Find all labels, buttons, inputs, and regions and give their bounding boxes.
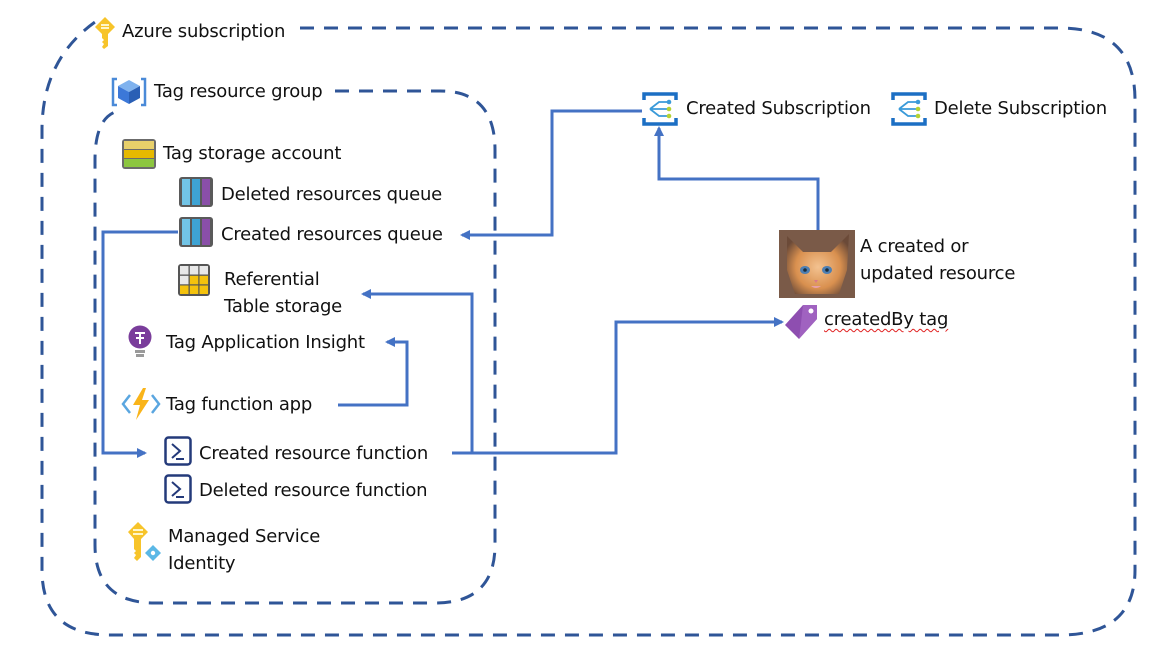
key-icon [94,16,116,54]
resource-group-label: Tag resource group [154,81,323,102]
msi-label-line1: Managed Service [168,526,321,547]
subscription-label: Azure subscription [122,21,286,42]
tag-label: createdBy tag [824,309,949,330]
queue-icon [178,176,214,212]
powershell-icon [164,474,192,508]
powershell-icon [164,436,192,470]
managed-identity-icon [127,521,163,571]
storage-account-icon [121,138,157,174]
resource-group-cube-icon [111,76,147,112]
queue-icon [178,216,214,252]
created-subscription-label: Created Subscription [686,98,871,119]
storage-account-label: Tag storage account [163,143,342,164]
delete-subscription-label: Delete Subscription [934,98,1107,119]
connector-function-to-table [361,289,474,455]
app-insight-label: Tag Application Insight [166,332,365,353]
deleted-queue-label: Deleted resources queue [221,184,443,205]
deleted-function-label: Deleted resource function [199,480,428,501]
connector-function-to-tag [472,317,784,455]
connector-queue-to-function [101,230,178,458]
resource-group-container [93,89,497,605]
function-app-label: Tag function app [166,394,313,415]
kitten-photo [779,230,855,302]
connector-functionapp-to-insight [338,337,409,407]
resource-label-line2: updated resource [860,263,1016,284]
table-storage-icon [177,263,211,301]
table-storage-label-line2: Table storage [224,296,343,317]
lightbulb-icon [127,325,153,365]
table-storage-label-line1: Referential [224,269,320,290]
function-app-icon [121,387,161,425]
event-grid-icon [891,92,927,130]
event-grid-icon [642,92,678,130]
created-function-label: Created resource function [199,443,429,464]
connector-resource-to-subscription [654,126,820,230]
msi-label-line2: Identity [168,553,236,574]
created-queue-label: Created resources queue [221,224,443,245]
connector-subscription-to-queue [460,109,642,240]
resource-label-line1: A created or [860,236,969,257]
tag-icon [783,303,819,345]
